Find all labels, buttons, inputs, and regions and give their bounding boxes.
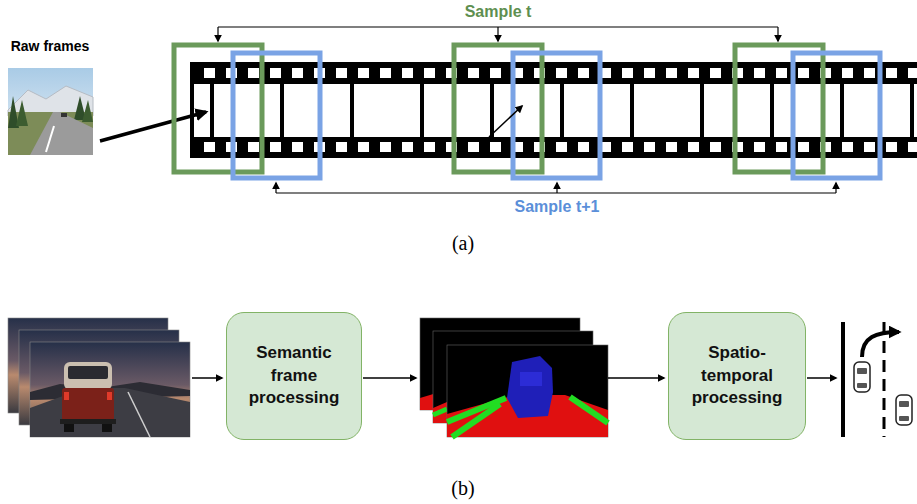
lane-class: [570, 397, 608, 423]
flow-arrow: [363, 377, 416, 379]
figure-label: Sample t: [465, 3, 532, 21]
flow-arrow: [807, 377, 836, 379]
box-label: Semantic frame processing: [242, 342, 347, 411]
lane-divider: [883, 322, 886, 437]
bracket: [777, 27, 778, 41]
panel-label: (b): [451, 477, 474, 500]
lane-mark: [128, 392, 150, 437]
sprocket-band: [190, 62, 917, 84]
filmstrip: [190, 62, 917, 158]
road: [30, 112, 93, 155]
bracket: [276, 192, 836, 193]
sprocket-holes: [190, 137, 917, 158]
tail-light: [107, 392, 112, 400]
vehicle-class: [507, 356, 553, 418]
film-edge: [190, 62, 194, 158]
process-box: Semantic frame processing: [226, 312, 362, 440]
input-frame: [30, 342, 190, 437]
raw-frame-image: [8, 68, 93, 155]
sample-window: [513, 53, 600, 178]
sprocket-band: [190, 137, 917, 158]
sample-window: [454, 45, 542, 172]
dusk-sky: [30, 342, 190, 437]
flow-arrow: [608, 377, 664, 379]
lane-change-arrow: [862, 332, 899, 357]
car-window: [899, 416, 909, 421]
other-car: [896, 395, 912, 425]
shift-arrow: [489, 106, 522, 137]
lane-mark: [46, 126, 54, 152]
van-roof: [64, 362, 112, 390]
van-body: [62, 388, 114, 421]
bracket: [217, 27, 218, 41]
wheel: [102, 424, 112, 432]
ego-car: [854, 362, 870, 392]
insert-arrow: [100, 112, 206, 141]
sample-window: [735, 45, 823, 172]
bracket: [497, 27, 498, 41]
sprocket-holes: [190, 62, 917, 84]
bumper: [60, 419, 116, 424]
bracket: [556, 183, 557, 193]
tree: [16, 100, 28, 126]
bracket: [835, 183, 836, 193]
tail-light: [64, 392, 69, 400]
wheel: [64, 424, 74, 432]
bracket: [275, 183, 276, 193]
panel-label: (a): [452, 232, 474, 255]
figure-label: Raw frames: [11, 38, 90, 54]
sample-window: [793, 53, 880, 178]
tree: [82, 100, 93, 122]
sky: [8, 68, 93, 155]
sample-window: [174, 45, 262, 172]
lane-class: [452, 404, 500, 437]
frame-dividers: [190, 84, 917, 137]
lane-class: [433, 409, 447, 415]
figure-label: Sample t+1: [515, 198, 600, 216]
process-box: Spatio-temporal processing: [668, 312, 806, 440]
flow-arrow: [192, 377, 222, 379]
film-frames: [190, 62, 917, 158]
road-edge: [841, 322, 845, 437]
lane-change-icon: [843, 322, 912, 437]
semantic-frame: [447, 345, 608, 437]
road-class: [433, 402, 447, 423]
box-label: Spatio-temporal processing: [685, 342, 790, 411]
sample-window: [233, 53, 320, 178]
car-window: [857, 383, 867, 388]
distant-car: [61, 113, 67, 117]
car-window: [857, 368, 867, 374]
frame-ground: [447, 345, 608, 437]
car-window: [899, 401, 909, 407]
van-window: [68, 366, 108, 379]
vehicle-class: [520, 372, 542, 386]
road: [30, 388, 190, 437]
